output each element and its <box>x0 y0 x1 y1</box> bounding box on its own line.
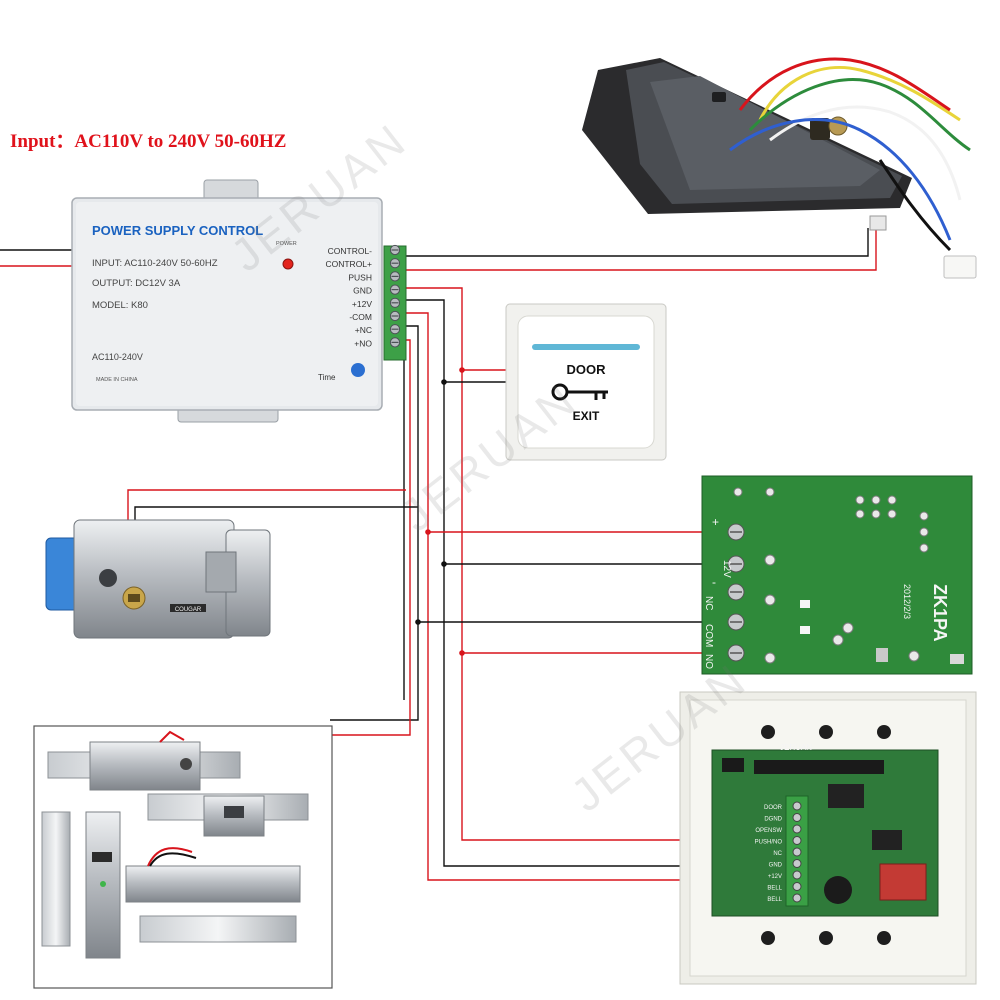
wires <box>0 228 877 881</box>
psu-model: MODEL: K80 <box>92 300 148 311</box>
input-voltage-label: Input：AC110V to 240V 50-60HZ <box>10 131 287 152</box>
keypad-reader <box>582 57 977 279</box>
relay-pin-no: NO <box>703 654 714 669</box>
controller-brand: JERUAN <box>780 743 812 752</box>
door-exit-button: DOOR EXIT <box>505 303 667 461</box>
key-icon <box>551 383 608 401</box>
psu-terminal-label: +NO <box>354 338 372 348</box>
controller-screw <box>792 836 802 845</box>
relay-pin-12v: 12V <box>721 560 732 578</box>
exit-button-text-bottom: EXIT <box>573 409 600 423</box>
psu-made-in: MADE IN CHINA <box>96 377 138 383</box>
controller-screw <box>792 824 802 834</box>
drop-bolt-lock <box>41 811 121 959</box>
relay-pin-nc: NC <box>703 596 714 610</box>
controller-terminal-label: DOOR <box>764 805 783 811</box>
psu-terminal-label: GND <box>353 286 372 296</box>
relay-date: 2012/2/3 <box>902 584 912 619</box>
controller-screw <box>792 882 802 891</box>
psu-terminal-label: +12V <box>352 299 372 309</box>
controller-screw-terminals <box>792 801 802 903</box>
relay-pin-plus: + <box>712 515 719 529</box>
lock-brand: COUGAR <box>175 607 202 613</box>
controller-terminal-label: BELL <box>767 886 782 892</box>
relay-pin-com: COM <box>703 624 714 647</box>
wire-junctions <box>415 367 465 656</box>
controller-terminal-label: PUSH/NO <box>755 840 783 846</box>
terminal-screws <box>389 244 401 348</box>
controller-terminal-label: OPENSW <box>755 828 782 834</box>
psu-title: POWER SUPPLY CONTROL <box>92 223 263 238</box>
psu-output-spec: OUTPUT: DC12V 3A <box>92 278 181 289</box>
psu-terminal-labels: CONTROL- CONTROL+ PUSH GND +12V -COM +NC +NO <box>325 246 372 348</box>
controller-terminal-labels: DOOR DGND OPENSW PUSH/NO NC GND +12V BELL BELL <box>755 805 783 903</box>
controller-screw <box>792 870 802 880</box>
power-led-label: POWER <box>276 241 297 247</box>
power-led <box>282 258 294 270</box>
psu-terminal-label: CONTROL+ <box>325 259 372 269</box>
relay-model: ZK1PA <box>930 584 950 642</box>
psu-terminal-label: -COM <box>349 312 372 322</box>
controller-screw <box>792 859 802 868</box>
controller-terminal-label: NC <box>773 851 782 857</box>
time-label: Time <box>318 373 336 382</box>
relay-screw-terminals <box>727 523 745 662</box>
relay-pin-minus: - <box>712 575 716 589</box>
exit-button-text-top: DOOR <box>567 362 607 377</box>
controller-terminal-label: DGND <box>764 817 782 823</box>
strike-lock <box>147 793 309 837</box>
psu-terminal-label: CONTROL- <box>328 246 373 256</box>
psu-terminal-label: +NC <box>355 325 372 335</box>
controller-terminal-label: GND <box>769 863 783 869</box>
psu-input-spec: INPUT: AC110-240V 50-60HZ <box>92 258 218 269</box>
psu-terminal-label: PUSH <box>348 272 372 282</box>
access-controller: DOOR DGND OPENSW PUSH/NO NC GND +12V BELL BELL J… <box>679 691 977 985</box>
controller-terminal-label: BELL <box>767 897 782 903</box>
power-supply: POWER SUPPLY CONTROL INPUT: AC110-240V 5… <box>71 179 407 423</box>
psu-ac-label: AC110-240V <box>92 352 143 362</box>
relay-module: 12V + - NC COM NO ZK1PA 2012/2/3 <box>701 475 973 675</box>
electric-lock: COUGAR <box>45 519 271 639</box>
controller-screw <box>792 893 802 903</box>
controller-terminal-label: +12V <box>768 874 782 880</box>
controller-screw <box>792 813 802 822</box>
time-adjust-knob <box>351 363 365 377</box>
controller-screw <box>792 801 802 811</box>
lock-options-inset <box>33 725 333 989</box>
magnetic-lock <box>125 847 301 943</box>
controller-screw <box>792 847 802 857</box>
bolt-lock <box>47 730 241 791</box>
